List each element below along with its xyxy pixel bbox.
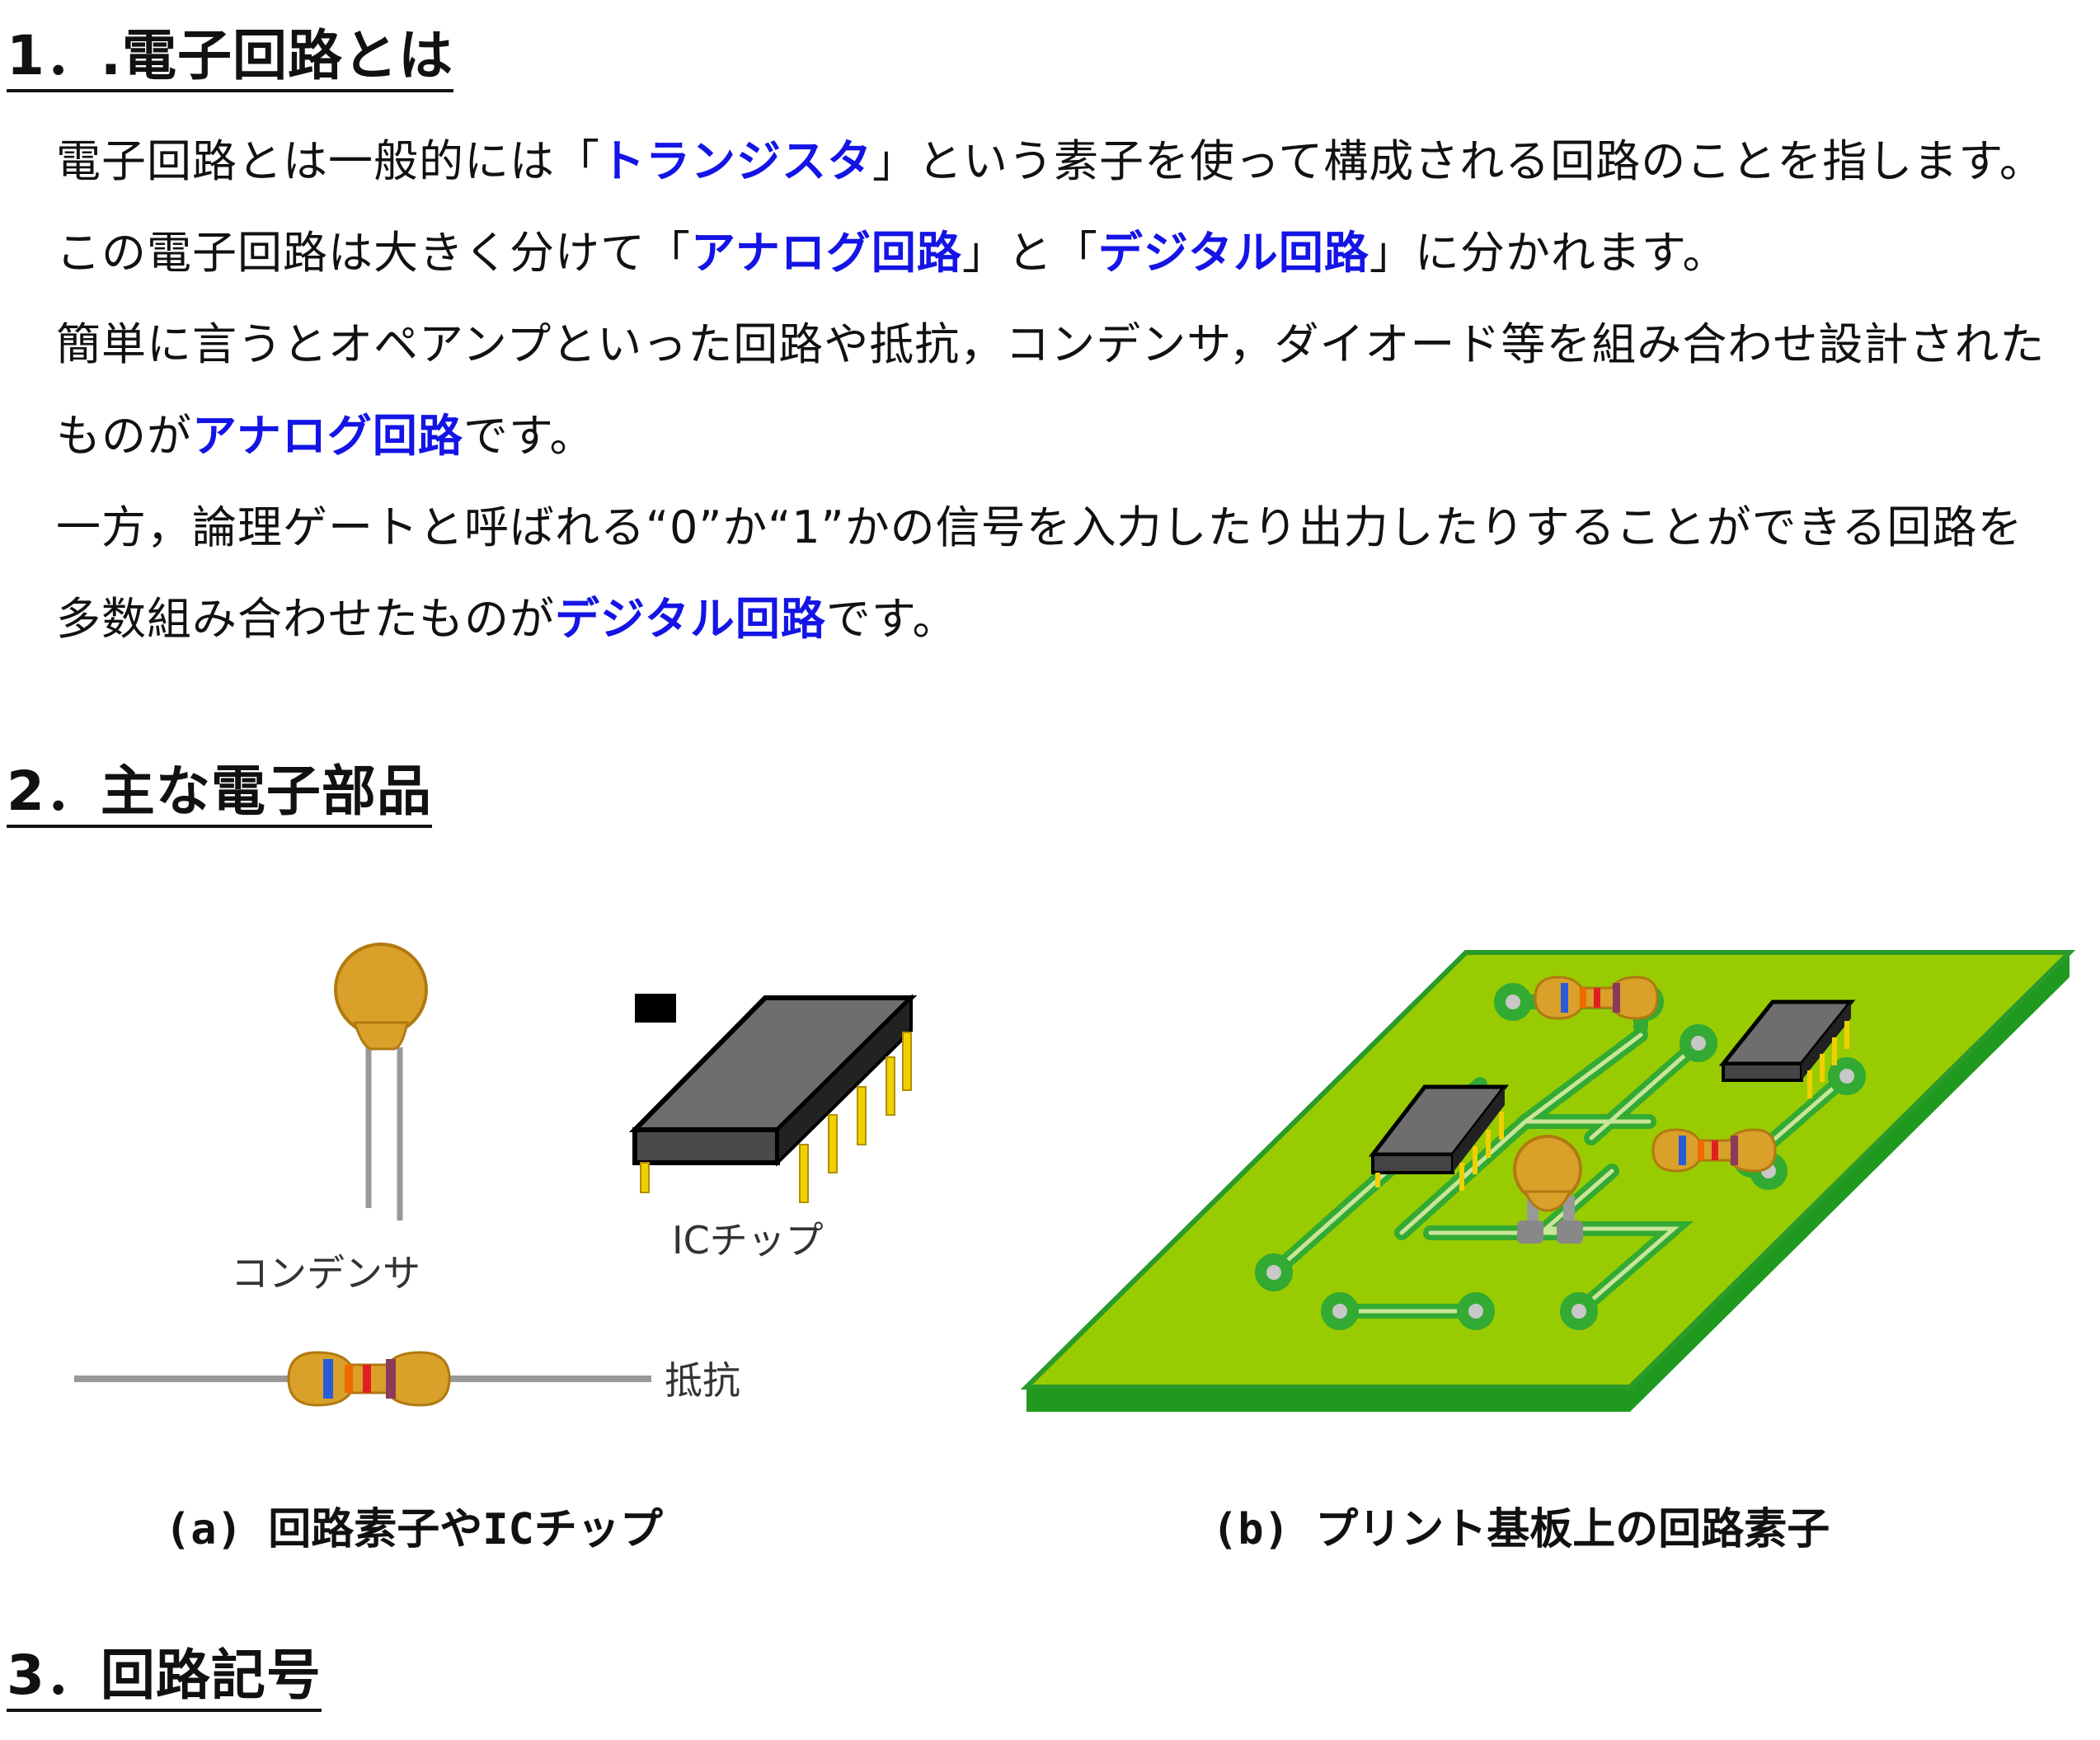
- components-figure: コンデンサ ICチップ 抵抗: [74, 943, 2076, 1412]
- body-line: 多数組み合わせたものがデジタル回路です。: [56, 573, 2093, 665]
- highlighted-term: デジタル回路: [555, 593, 826, 645]
- body-line: 簡単に言うとオペアンプといった回路や抵抗，コンデンサ，ダイオード等を組み合わせ設…: [56, 299, 2093, 390]
- section-1-heading: 1．.電子回路とは: [7, 23, 453, 92]
- body-line: 電子回路とは一般的には「トランジスタ」という素子を使って構成される回路のことを指…: [56, 115, 2093, 207]
- body-text: この電子回路は大きく分けて「: [56, 227, 691, 279]
- section-1-body: 電子回路とは一般的には「トランジスタ」という素子を使って構成される回路のことを指…: [56, 115, 2093, 665]
- resistor-label: 抵抗: [665, 1358, 740, 1403]
- highlighted-term: デジタル回路: [1097, 227, 1369, 279]
- body-text: 多数組み合わせたものが: [56, 593, 555, 645]
- body-line: 一方，論理ゲートと呼ばれる“0”か“1”かの信号を入力したり出力したりすることが…: [56, 482, 2093, 573]
- body-text: 」に分かれます。: [1369, 227, 1728, 279]
- figure-b-caption: (b) プリント基板上の回路素子: [1212, 1505, 1830, 1554]
- highlighted-term: アナログ回路: [691, 227, 962, 279]
- pcb-illustration: [1020, 950, 2076, 1412]
- body-text: 」という素子を使って構成される回路のことを指します。: [872, 135, 2045, 187]
- section-3-heading-text: 3．回路記号: [7, 1644, 322, 1712]
- body-line: この電子回路は大きく分けて「アナログ回路」と「デジタル回路」に分かれます。: [56, 207, 2093, 299]
- ic-chip-label: ICチップ: [672, 1218, 824, 1263]
- section-2-heading-text: 2．主な電子部品: [7, 759, 432, 828]
- ic-chip-illustration: [628, 994, 918, 1203]
- resistor-illustration: [74, 1351, 651, 1407]
- body-text: です。: [463, 410, 595, 462]
- section-2-heading: 2．主な電子部品: [7, 759, 432, 828]
- section-3-heading: 3．回路記号: [7, 1643, 322, 1712]
- highlighted-term: アナログ回路: [192, 410, 463, 462]
- body-text: 電子回路とは一般的には「: [56, 135, 600, 187]
- highlighted-term: トランジスタ: [600, 135, 872, 187]
- body-text: 」と「: [961, 227, 1098, 279]
- section-1-heading-text: 1．.電子回路とは: [7, 24, 453, 92]
- capacitor-label: コンデンサ: [231, 1251, 420, 1296]
- body-text: ものが: [56, 410, 192, 462]
- figure-a-caption: (a) 回路素子やICチップ: [165, 1505, 663, 1554]
- body-text: 簡単に言うとオペアンプといった回路や抵抗，コンデンサ，ダイオード等を組み合わせ設…: [56, 318, 2046, 370]
- body-text: 一方，論理ゲートと呼ばれる“0”か“1”かの信号を入力したり出力したりすることが…: [56, 501, 2023, 553]
- body-line: ものがアナログ回路です。: [56, 390, 2093, 482]
- body-text: です。: [825, 593, 958, 645]
- capacitor-illustration: [334, 943, 428, 1220]
